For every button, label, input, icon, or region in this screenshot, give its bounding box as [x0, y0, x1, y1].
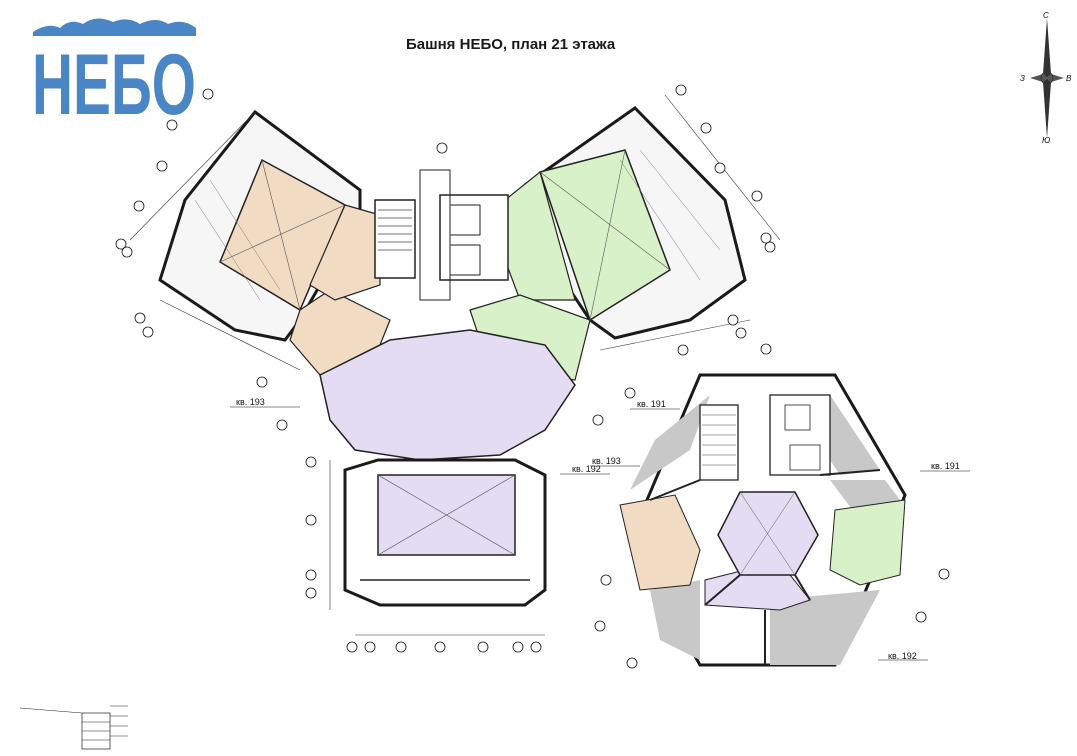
nebo-logo: НЕБО	[28, 10, 203, 133]
compass-south: Ю	[1042, 136, 1050, 145]
apt-callouts-left: кв. 193 кв. 191 кв. 192	[230, 397, 680, 475]
main-floor-plan	[115, 84, 781, 653]
compass-west: З	[1020, 74, 1025, 83]
apt-callouts-right: кв. 193 кв. 191 кв. 192	[590, 456, 970, 661]
apt-label-193-right: кв. 193	[592, 456, 621, 466]
apt-label-191-right: кв. 191	[931, 461, 960, 471]
apt-label-192-right: кв. 192	[888, 651, 917, 661]
page-title: Башня НЕБО, план 21 этажа	[406, 36, 616, 53]
secondary-floor-plan	[594, 343, 950, 669]
apt-label-193: кв. 193	[236, 397, 265, 407]
apt-label-191: кв. 191	[637, 399, 666, 409]
svg-text:НЕБО: НЕБО	[32, 37, 196, 120]
legend-block	[19, 705, 128, 750]
apt-label-192: кв. 192	[572, 464, 601, 474]
compass-icon: С Ю В З	[1020, 11, 1072, 145]
compass-north: С	[1043, 11, 1049, 20]
compass-east: В	[1066, 74, 1072, 83]
